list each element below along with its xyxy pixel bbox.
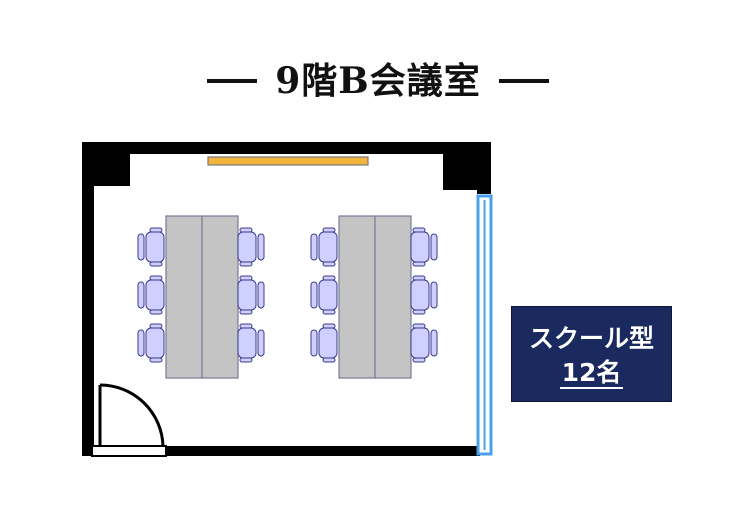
chair-icon <box>410 323 438 363</box>
chair-icon <box>410 227 438 267</box>
table <box>374 215 412 379</box>
chair-icon <box>237 227 265 267</box>
chair-icon <box>137 323 165 363</box>
chair-icon <box>310 275 338 315</box>
furniture-layout <box>137 215 438 379</box>
chair-icon <box>310 323 338 363</box>
title-dash-right <box>498 79 549 83</box>
pillar-left <box>94 154 130 186</box>
table <box>201 215 239 379</box>
chair-icon <box>137 227 165 267</box>
door-icon <box>91 383 167 457</box>
layout-info-box: スクール型 12名 <box>511 306 672 402</box>
room-title-heading: 9階B会議室 <box>0 52 756 104</box>
pillar-right <box>443 154 491 190</box>
chair-icon <box>410 275 438 315</box>
title-dash-left <box>207 79 258 83</box>
table <box>338 215 376 379</box>
chair-icon <box>237 275 265 315</box>
window-icon <box>476 194 493 456</box>
capacity: 12名 <box>559 358 624 389</box>
room-title: 9階B会議室 <box>275 60 481 102</box>
chair-icon <box>310 227 338 267</box>
layout-type: スクール型 <box>528 324 654 353</box>
whiteboard-icon <box>207 156 369 166</box>
chair-icon <box>137 275 165 315</box>
chair-icon <box>237 323 265 363</box>
table <box>165 215 203 379</box>
room-walls <box>82 142 491 456</box>
